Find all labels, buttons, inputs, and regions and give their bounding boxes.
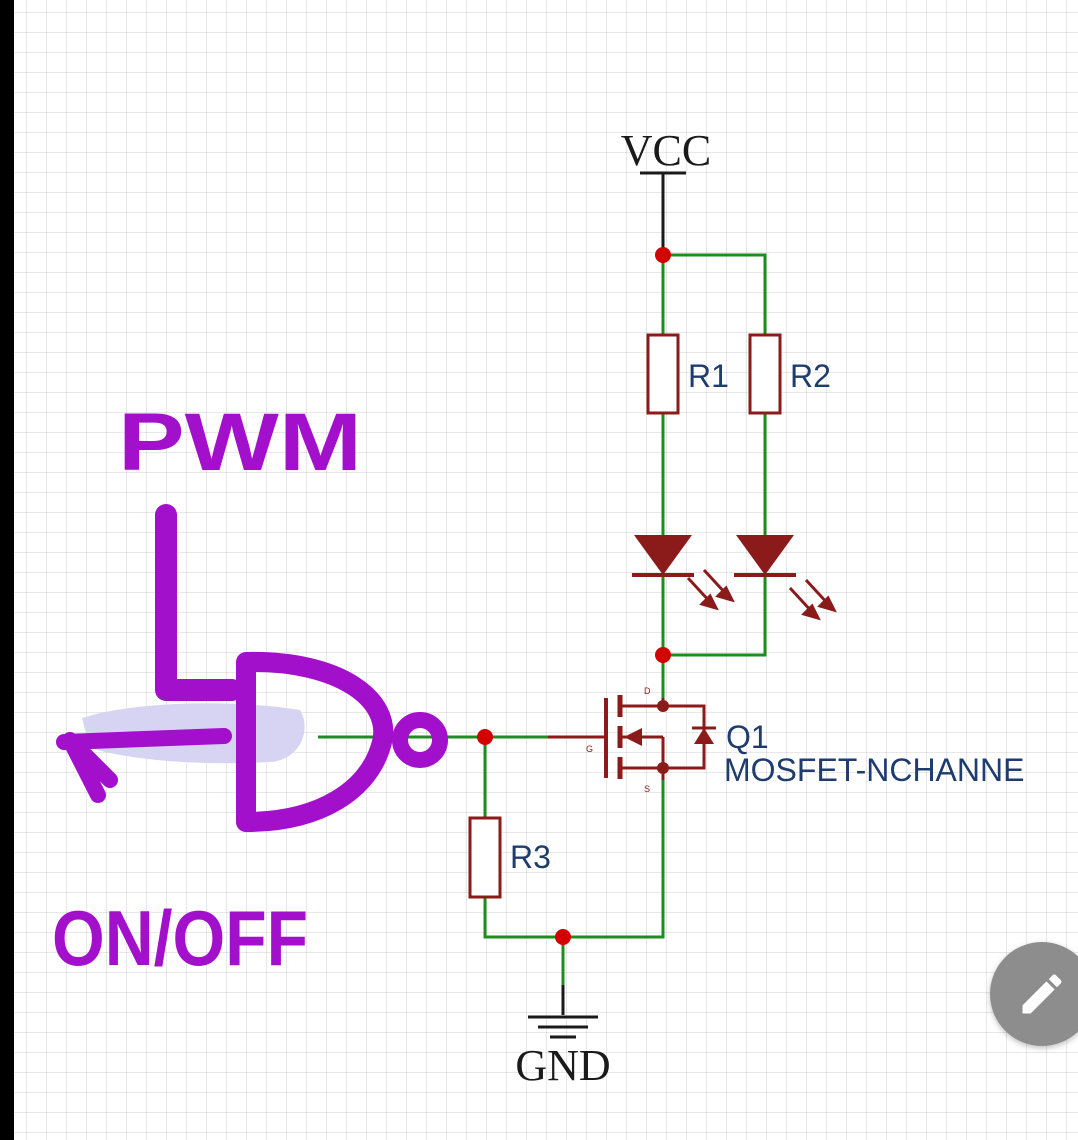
ground-symbol bbox=[528, 985, 598, 1039]
handwritten-annotations: PWM ON/OFF bbox=[52, 397, 448, 982]
mosfet-q1 bbox=[548, 695, 716, 780]
pin-g-label: G bbox=[586, 744, 593, 754]
pencil-icon bbox=[1022, 974, 1062, 1014]
resistor-r1 bbox=[646, 333, 680, 415]
mosfet-source-dot bbox=[657, 762, 669, 774]
gnd-label: GND bbox=[515, 1041, 610, 1090]
pin-d-label: D bbox=[644, 686, 651, 696]
junctions bbox=[477, 247, 671, 945]
wires bbox=[318, 253, 767, 985]
resistors bbox=[468, 333, 782, 899]
resistor-r3 bbox=[468, 816, 502, 899]
edit-button[interactable] bbox=[990, 942, 1078, 1046]
wire-r3-to-ground bbox=[483, 780, 665, 939]
not-gate-bubble bbox=[392, 712, 448, 768]
vcc-symbol bbox=[640, 171, 686, 255]
resistor-r2 bbox=[748, 333, 782, 415]
led-1 bbox=[632, 535, 735, 611]
junction-drain bbox=[655, 647, 671, 663]
wire-vcc-to-r2 bbox=[663, 253, 767, 335]
not-gate-drawing bbox=[236, 651, 394, 832]
r2-label: R2 bbox=[790, 358, 831, 394]
input-arrow-drawing bbox=[56, 728, 232, 803]
junction-vcc bbox=[655, 247, 671, 263]
pwm-handwritten-label: PWM bbox=[118, 397, 362, 488]
schematic-canvas[interactable] bbox=[14, 0, 1078, 1140]
q1-type-label: MOSFET-NCHANNE bbox=[724, 752, 1024, 788]
q1-label: Q1 bbox=[726, 719, 769, 755]
vcc-label: VCC bbox=[621, 126, 711, 175]
r1-label: R1 bbox=[688, 358, 729, 394]
junction-ground bbox=[555, 929, 571, 945]
on-off-handwritten-label: ON/OFF bbox=[52, 894, 308, 982]
pwm-waveform-drawing bbox=[155, 504, 243, 701]
wire-led2-to-drain bbox=[663, 575, 767, 657]
led-2 bbox=[734, 535, 837, 621]
junction-gate bbox=[477, 729, 493, 745]
left-edge-bar bbox=[0, 0, 14, 1140]
r3-label: R3 bbox=[510, 839, 551, 875]
pin-s-label: S bbox=[644, 784, 650, 794]
mosfet-drain-dot bbox=[657, 700, 669, 712]
